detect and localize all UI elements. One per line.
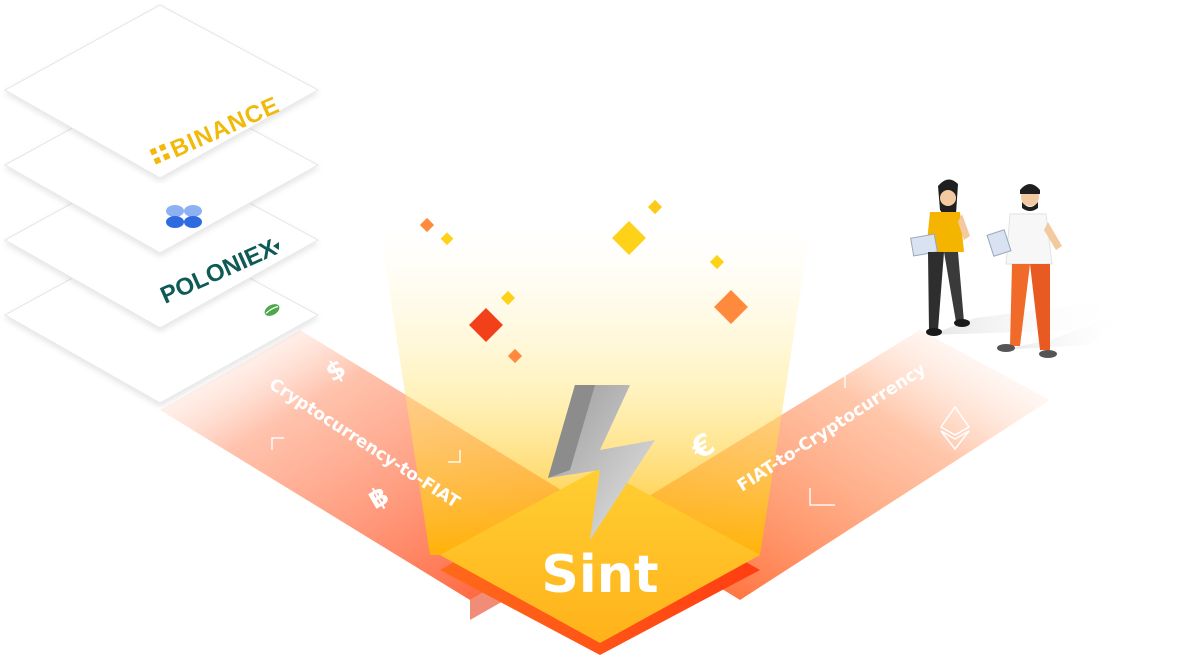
particles — [419, 199, 748, 364]
binance-icon — [149, 143, 171, 165]
sint-platform — [440, 468, 760, 655]
brand-name: Sint — [541, 545, 658, 605]
blue-clover-icon — [166, 205, 202, 228]
woman-figure — [910, 179, 970, 336]
green-leaf-icon — [264, 304, 280, 316]
sint-lightning-icon — [548, 385, 655, 540]
ethereum-icon — [939, 405, 971, 451]
corner-marks-right — [809, 374, 846, 506]
corner-marks-left — [271, 437, 461, 463]
exchange-card-binance[interactable] — [3, 4, 320, 179]
man-figure — [986, 184, 1062, 358]
poloniex-icon — [273, 242, 279, 250]
people-shadow — [930, 300, 1130, 350]
